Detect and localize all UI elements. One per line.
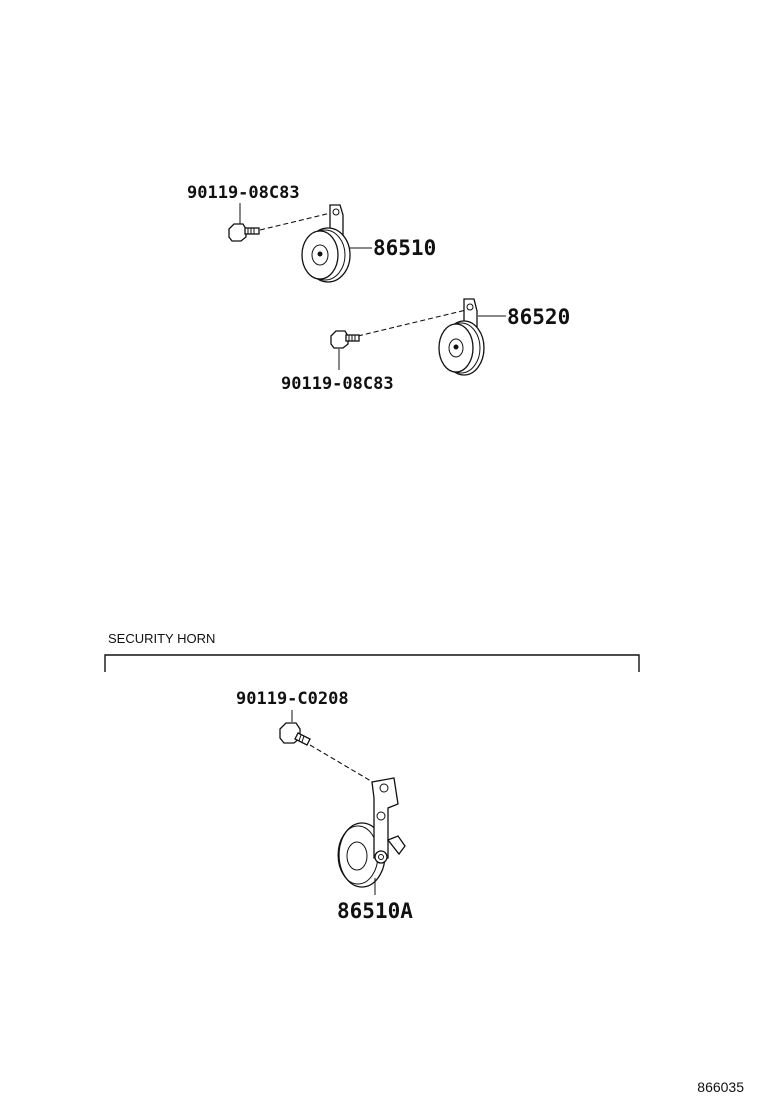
part-label-security-horn[interactable]: 86510A xyxy=(337,899,413,923)
install-dash-line xyxy=(309,744,377,785)
part-label-bolt-lower[interactable]: 90119-08C83 xyxy=(281,374,394,394)
bolt-lower-group: 90119-08C83 xyxy=(281,330,394,394)
bolt-icon xyxy=(330,330,360,349)
install-dash-line xyxy=(357,309,467,337)
bolt-icon xyxy=(228,223,260,242)
section-bracket xyxy=(104,654,640,672)
part-label-bolt-upper[interactable]: 90119-08C83 xyxy=(187,183,300,203)
part-label-horn-low[interactable]: 86520 xyxy=(507,305,570,329)
part-label-bolt-security[interactable]: 90119-C0208 xyxy=(236,689,349,709)
bolt-upper-group: 90119-08C83 xyxy=(187,183,300,242)
security-horn-icon xyxy=(337,777,406,888)
install-dash-line xyxy=(259,211,336,231)
bolt-icon xyxy=(279,722,311,746)
part-label-horn-high[interactable]: 86510 xyxy=(373,236,436,260)
horn-86520-icon xyxy=(438,298,485,376)
figure-id: 866035 xyxy=(697,1079,744,1095)
horn-86510-icon xyxy=(301,204,351,283)
section-title: SECURITY HORN xyxy=(108,631,215,646)
